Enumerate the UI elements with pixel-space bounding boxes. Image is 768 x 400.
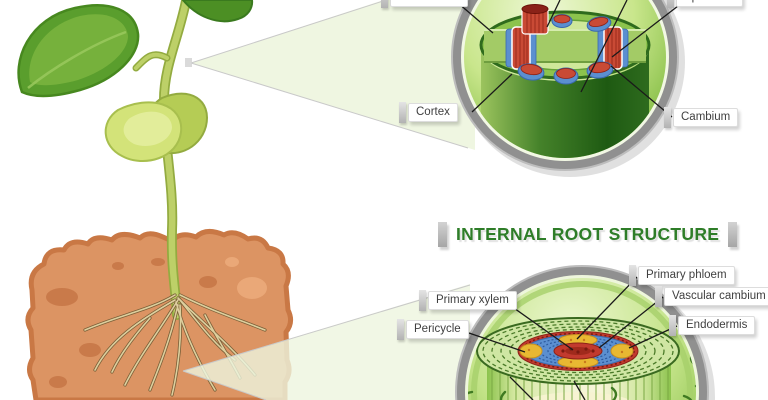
title-accent-bar-right [728,222,738,247]
xylem-center [553,342,603,360]
section-title-internal-root-structure: INTERNAL ROOT STRUCTURE [438,222,738,247]
cotyledons [104,92,208,163]
label-text: Cortex [416,106,450,118]
label-primary-xylem: Primary xylem [419,290,517,311]
label-accent-bar [399,102,406,123]
label-accent-bar [655,286,662,307]
label-text: Vascular cambium [672,290,766,302]
roots [83,293,267,397]
root-section-ellipses [476,317,680,385]
label-accent-bar [667,0,674,8]
label-primary-phloem: Primary phloem [629,265,735,286]
label-accent-bar [629,265,636,286]
stem-disc-side [481,48,649,158]
root-cross-section-circle [455,265,715,400]
label-text: Epidermis [684,0,735,3]
magnifier-beam-stem [185,0,475,150]
title-accent-bar-left [438,222,447,247]
large-leaf [17,4,140,98]
vascular-bundle-right [597,26,629,70]
vascular-bundle-left [505,26,537,70]
label-accent-bar [669,315,676,336]
title-text: INTERNAL ROOT STRUCTURE [456,224,720,244]
label-accent-bar [397,319,404,340]
label-accent-bar [419,290,426,311]
label-epidermis: Epidermis [667,0,744,8]
label-text: Endodermis [686,319,748,331]
phloem-patches [519,334,634,368]
seedling-illustration [17,0,254,320]
leader-lines [457,0,679,400]
label-vascular-cambium: Vascular cambium [655,286,768,307]
label-endodermis: Endodermis [669,315,756,336]
label-text: Pericycle [414,323,461,335]
stem-cross-section-circle [451,0,685,177]
label-cambium: Cambium [664,107,739,128]
label-cortex: Cortex [399,102,458,123]
label-text: Cambium [681,111,731,123]
xylem-cylinder [521,4,549,35]
label-text: Primary xylem [436,294,509,306]
upper-leaf [181,0,254,23]
label-partial-top [381,0,468,8]
label-accent-bar [381,0,388,8]
soil-patches [46,257,267,388]
label-text: Primary phloem [646,269,727,281]
label-pericycle: Pericycle [397,319,469,340]
label-accent-bar [664,107,671,128]
